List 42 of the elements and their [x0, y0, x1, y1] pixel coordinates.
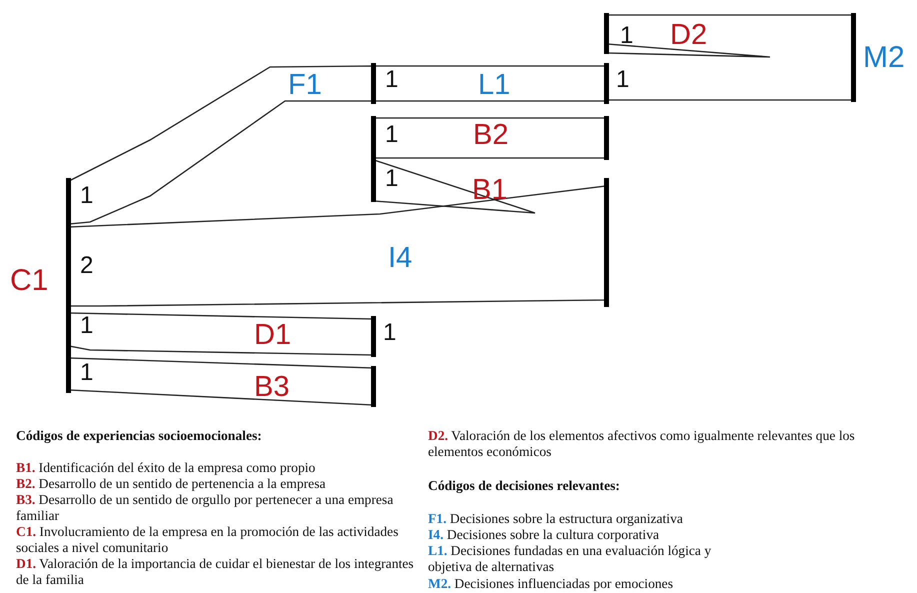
legend-entry: D2. Valoración de los elementos afectivos como igualmente relevantes que los elementos económicos — [428, 428, 856, 460]
legend-entry: B2. Desarrollo de un sentido de pertenencia a la empresa — [16, 476, 327, 492]
legend-entry: C1. Involucramiento de la empresa en la promoción de las actividades sociales a nivel comunitario — [16, 524, 400, 556]
count-label: 1 — [616, 67, 630, 93]
count-label: 1 — [385, 122, 398, 148]
edge-label: D2 — [670, 20, 708, 50]
edge-label: B2 — [473, 120, 508, 150]
edge-label: F1 — [288, 70, 322, 100]
edge-label: L1 — [478, 70, 510, 100]
flow-band — [373, 65, 607, 102]
flow-band — [373, 117, 607, 159]
count-label: 1 — [80, 313, 94, 339]
flow-band — [607, 14, 853, 16]
edge-label: B3 — [254, 372, 290, 402]
edge-label: I4 — [388, 243, 412, 273]
count-label: 1 — [80, 360, 94, 386]
flow-band — [374, 159, 536, 214]
flow-band — [68, 357, 374, 406]
flow-band — [68, 185, 607, 307]
code-label: C1 — [10, 265, 48, 297]
count-label: 1 — [80, 183, 94, 209]
count-label: 1 — [385, 166, 398, 192]
edge-label: D1 — [254, 320, 292, 350]
count-label: 1 — [385, 67, 398, 93]
legend-entry: F1. Decisiones sobre la estructura organizativa — [428, 511, 684, 528]
legend-heading: Códigos de experiencias socioemocionales: — [16, 428, 263, 444]
edge-label: B1 — [472, 175, 508, 205]
flow-band — [68, 312, 374, 356]
code-label: M2 — [863, 42, 905, 74]
count-label: 2 — [80, 253, 94, 279]
legend-entry: B3. Desarrollo de un sentido de orgullo por pertenecer a una empresa familiar — [16, 492, 394, 524]
legend-entry: M2. Decisiones influenciadas por emociones — [428, 576, 674, 592]
count-label: 1 — [383, 320, 396, 346]
legend-entry: I4. Decisiones sobre la cultura corporativa — [428, 527, 660, 544]
legend-entry: D1. Valoración de la importancia de cuidar el bienestar de los integrantes de la familia — [16, 556, 415, 588]
legend-heading: Códigos de decisiones relevantes: — [428, 478, 621, 494]
flow-band — [68, 65, 374, 225]
legend-entry: L1. Decisiones fundadas en una evaluación lógica y objetiva de alternativas — [428, 543, 712, 576]
legend-entry: B1. Identificación del éxito de la empresa como propio — [16, 460, 316, 476]
flow-band — [606, 43, 771, 58]
count-label: 1 — [620, 23, 634, 49]
flow-band — [607, 99, 853, 101]
